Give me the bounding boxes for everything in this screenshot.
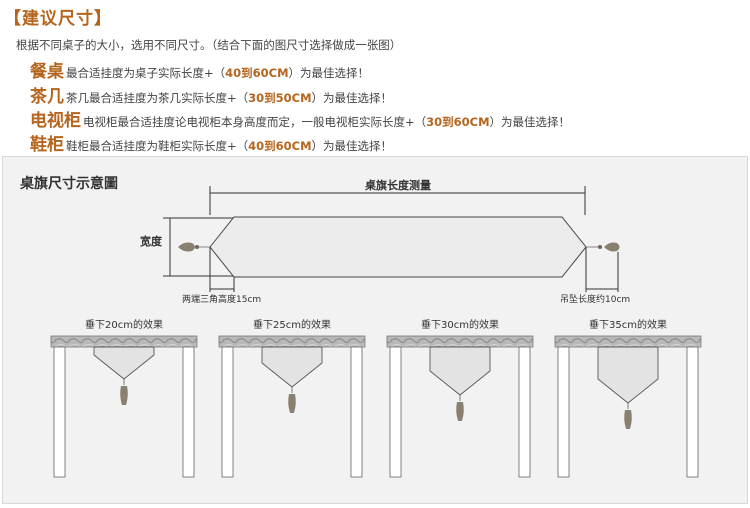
width-label: 宽度 <box>139 234 163 248</box>
hanging-runner <box>429 346 491 396</box>
recommendation-suffix: ）为最佳选择！ <box>288 66 370 80</box>
table-leg <box>518 346 531 478</box>
drop-example-35: 垂下35cm的效果 <box>554 318 702 478</box>
drop-label: 垂下35cm的效果 <box>589 318 667 331</box>
table-leg <box>557 346 570 478</box>
recommendation-suffix: ）为最佳选择！ <box>311 139 393 153</box>
page-title: 【建议尺寸】 <box>4 9 112 29</box>
recommendation-coffee-table: 茶几茶几最合适挂度为茶几实际长度+（30到50CM）为最佳选择！ <box>30 82 392 107</box>
tassel-icon <box>624 410 632 429</box>
diagram-title: 桌旗尺寸示意圖 <box>20 175 118 192</box>
recommendation-text: 电视柜最合适挂度论电视柜本身高度而定，一般电视柜实际长度+（ <box>83 115 427 129</box>
length-dimension: 桌旗长度测量 <box>209 178 586 215</box>
recommendation-name: 鞋柜 <box>30 135 64 155</box>
drop-example-25: 垂下25cm的效果 <box>218 318 366 478</box>
left-tassel-icon <box>178 242 210 252</box>
recommendation-dining-table: 餐桌最合适挂度为桌子实际长度+（40到60CM）为最佳选择！ <box>30 57 369 82</box>
recommendation-range: 30到60CM <box>426 115 490 129</box>
hanging-runner <box>93 346 155 380</box>
table-leg <box>182 346 195 478</box>
recommendation-text: 茶几最合适挂度为茶几实际长度+（ <box>66 91 249 105</box>
recommendation-shoe-cabinet: 鞋柜鞋柜最合适挂度为鞋柜实际长度+（40到60CM）为最佳选择！ <box>30 130 392 155</box>
recommendation-range: 40到60CM <box>248 139 312 153</box>
table-leg <box>221 346 234 478</box>
table-leg <box>53 346 66 478</box>
recommendation-range: 40到60CM <box>225 66 289 80</box>
table-leg <box>350 346 363 478</box>
intro-text: 根据不同桌子的大小，选用不同尺寸。（结合下面的图尺寸选择做成一张图） <box>16 38 402 52</box>
table-leg <box>389 346 402 478</box>
table-leg <box>686 346 699 478</box>
tassel-length-label: 吊坠长度约10cm <box>560 293 630 305</box>
recommendation-name: 餐桌 <box>30 62 64 82</box>
table-top <box>386 335 534 348</box>
recommendation-range: 30到50CM <box>248 91 312 105</box>
length-label: 桌旗长度测量 <box>364 178 431 192</box>
width-dimension: 宽度 <box>139 217 237 277</box>
tassel-length-dimension: 吊坠长度约10cm <box>560 247 630 305</box>
recommendation-suffix: ）为最佳选择！ <box>311 91 393 105</box>
recommendation-text: 鞋柜最合适挂度为鞋柜实际长度+（ <box>66 139 249 153</box>
hanging-runner <box>261 346 323 388</box>
hanging-runner <box>597 346 659 404</box>
right-tassel-icon <box>586 242 620 252</box>
table-runner <box>209 216 587 278</box>
drop-label: 垂下25cm的效果 <box>253 318 331 331</box>
drop-examples: 垂下20cm的效果 垂下25cm的效果 垂下30cm的效果 垂下35cm的效果 <box>50 318 702 478</box>
drop-example-20: 垂下20cm的效果 <box>50 318 198 478</box>
tassel-icon <box>456 402 464 421</box>
tassel-icon <box>288 394 296 413</box>
table-top <box>218 335 366 348</box>
triangle-height-label: 两端三角高度15cm <box>182 293 261 305</box>
recommendation-tv-cabinet: 电视柜电视柜最合适挂度论电视柜本身高度而定，一般电视柜实际长度+（30到60CM… <box>30 106 570 131</box>
diagram-panel <box>2 156 748 504</box>
recommendation-text: 最合适挂度为桌子实际长度+（ <box>66 66 226 80</box>
drop-label: 垂下30cm的效果 <box>421 318 499 331</box>
recommendation-name: 电视柜 <box>30 111 81 131</box>
tassel-icon <box>120 386 128 405</box>
table-top <box>554 335 702 348</box>
drop-example-30: 垂下30cm的效果 <box>386 318 534 478</box>
drop-label: 垂下20cm的效果 <box>85 318 163 331</box>
recommendation-suffix: ）为最佳选择！ <box>489 115 571 129</box>
triangle-height-dimension: 两端三角高度15cm <box>182 247 261 305</box>
table-top <box>50 335 198 348</box>
recommendation-name: 茶几 <box>30 87 64 107</box>
